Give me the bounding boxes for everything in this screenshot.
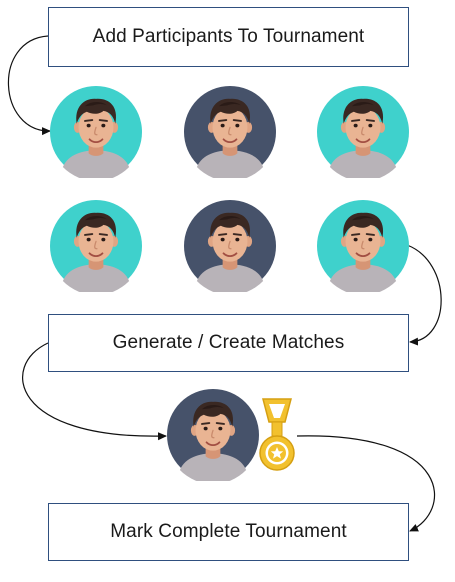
medal-icon — [258, 396, 296, 476]
person-icon — [184, 200, 276, 292]
mark-complete-step: Mark Complete Tournament — [48, 503, 409, 561]
add-participants-step: Add Participants To Tournament — [48, 7, 409, 67]
add-participants-label: Add Participants To Tournament — [92, 26, 365, 47]
participant-avatar — [50, 86, 142, 178]
person-icon — [317, 200, 409, 292]
generate-matches-step: Generate / Create Matches — [48, 314, 409, 372]
mark-complete-label: Mark Complete Tournament — [110, 521, 347, 542]
participant-avatar — [184, 86, 276, 178]
participant-avatar — [50, 200, 142, 292]
arrow-participants-to-generate — [406, 244, 442, 346]
person-icon — [184, 86, 276, 178]
participant-avatar — [184, 200, 276, 292]
participant-avatar — [317, 200, 409, 292]
winner-avatar — [167, 389, 259, 481]
participant-avatar — [317, 86, 409, 178]
person-icon — [317, 86, 409, 178]
person-icon — [167, 389, 259, 481]
person-icon — [50, 86, 142, 178]
generate-matches-label: Generate / Create Matches — [112, 332, 345, 353]
arrow-add-to-participants — [7, 35, 51, 136]
person-icon — [50, 200, 142, 292]
